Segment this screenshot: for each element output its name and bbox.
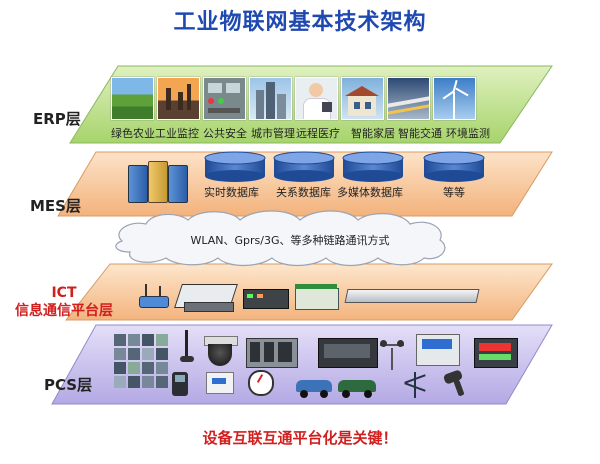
- wind-turbine-icon: [433, 77, 476, 120]
- anemometer-icon: [380, 340, 404, 370]
- mes-layer-label: MES层: [30, 197, 81, 215]
- app-caption-telemedicine: 远程医疗: [296, 127, 340, 140]
- app-caption-green-agriculture: 绿色农业: [111, 127, 155, 140]
- database-server-icon: [128, 161, 188, 203]
- app-caption-industrial-monitoring: 工业监控: [155, 127, 199, 140]
- ict-label-line1: ICT: [51, 285, 77, 301]
- network-cloud-text: WLAN、Gprs/3G、等多种链路通讯方式: [190, 234, 390, 247]
- city-buildings-icon: [249, 77, 292, 120]
- relational-db-icon: [273, 151, 335, 182]
- barcode-scanner-icon: [442, 369, 468, 397]
- ict-label-line2: 信息通信平台层: [15, 303, 113, 319]
- app-caption-smart-traffic: 智能交通: [398, 127, 442, 140]
- wireless-router-icon: [139, 284, 169, 308]
- dome-camera-icon: [204, 336, 238, 368]
- db-label-realtime: 实时数据库: [204, 186, 259, 199]
- control-panel-icon: [203, 77, 246, 120]
- app-caption-city-management: 城市管理: [251, 127, 295, 140]
- monitor-wall-icon: [114, 334, 168, 388]
- pcs-layer-label: PCS层: [44, 376, 93, 394]
- doctor-icon: [295, 77, 338, 120]
- industrial-plant-icon: [157, 77, 200, 120]
- smart-home-icon: [341, 77, 384, 120]
- erp-layer-label: ERP层: [33, 110, 81, 128]
- multimedia-db-icon: [342, 151, 404, 182]
- car-icon: [296, 374, 380, 398]
- page-title: 工业物联网基本技术架构: [173, 10, 427, 35]
- ict-layer-label: ICT 信息通信平台层: [4, 284, 124, 320]
- gauge-icon: [248, 370, 274, 396]
- handheld-terminal-icon: [170, 372, 190, 396]
- db-label-etc: 等等: [443, 186, 465, 199]
- db-label-relational: 关系数据库: [276, 186, 331, 199]
- realtime-db-icon: [204, 151, 266, 182]
- microphone-icon: [180, 330, 194, 364]
- instrument-panel-icon: [474, 338, 518, 368]
- farm-field-icon: [111, 77, 154, 120]
- sensor-box-icon: [206, 372, 234, 394]
- app-caption-public-safety: 公共安全: [203, 127, 247, 140]
- app-caption-smart-home: 智能家居: [351, 127, 395, 140]
- network-switch-icon: [174, 280, 238, 314]
- other-db-icon: [423, 151, 485, 182]
- footer-slogan: 设备互联互通平台化是关键！: [202, 429, 398, 447]
- gateway-module-icon: [243, 285, 289, 311]
- industrial-pc-icon: [318, 338, 378, 368]
- io-module-icon: [295, 284, 339, 312]
- db-label-multimedia: 多媒体数据库: [337, 186, 403, 199]
- weather-station-icon: [400, 372, 430, 398]
- power-meter-icon: [416, 334, 460, 366]
- rack-server-icon: [344, 289, 480, 305]
- traffic-highway-icon: [387, 77, 430, 120]
- plc-controller-icon: [246, 338, 298, 368]
- app-caption-environment-monitoring: 环境监测: [446, 127, 490, 140]
